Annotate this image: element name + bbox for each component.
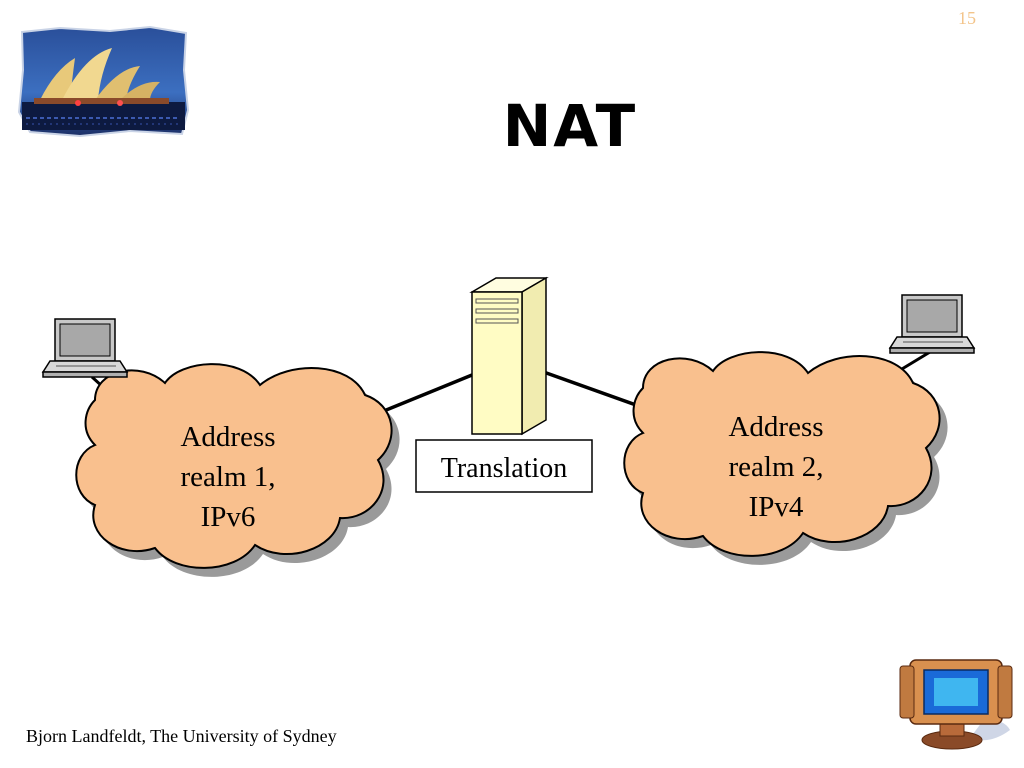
page-number: 15 [958,8,976,28]
slide-footer: Bjorn Landfeldt, The University of Sydne… [26,726,337,746]
realm1-line-2: realm 1, [180,461,275,493]
link-realm1-server [373,373,473,417]
realm2-line-3: IPv4 [749,491,804,523]
realm2-line-1: Address [728,411,823,443]
realm1-line-1: Address [180,421,275,453]
translation-label: Translation [415,439,593,493]
realm1-line-3: IPv6 [201,501,256,533]
laptop-icon-left [41,318,129,378]
slide-title: NAT [502,92,638,160]
computer-monitor-icon [899,659,1013,750]
opera-house-logo [17,25,190,138]
laptop-icon-right [888,294,976,354]
realm2-line-2: realm 2, [728,451,823,483]
server-icon [469,276,549,436]
translation-label-text: Translation [441,453,568,484]
